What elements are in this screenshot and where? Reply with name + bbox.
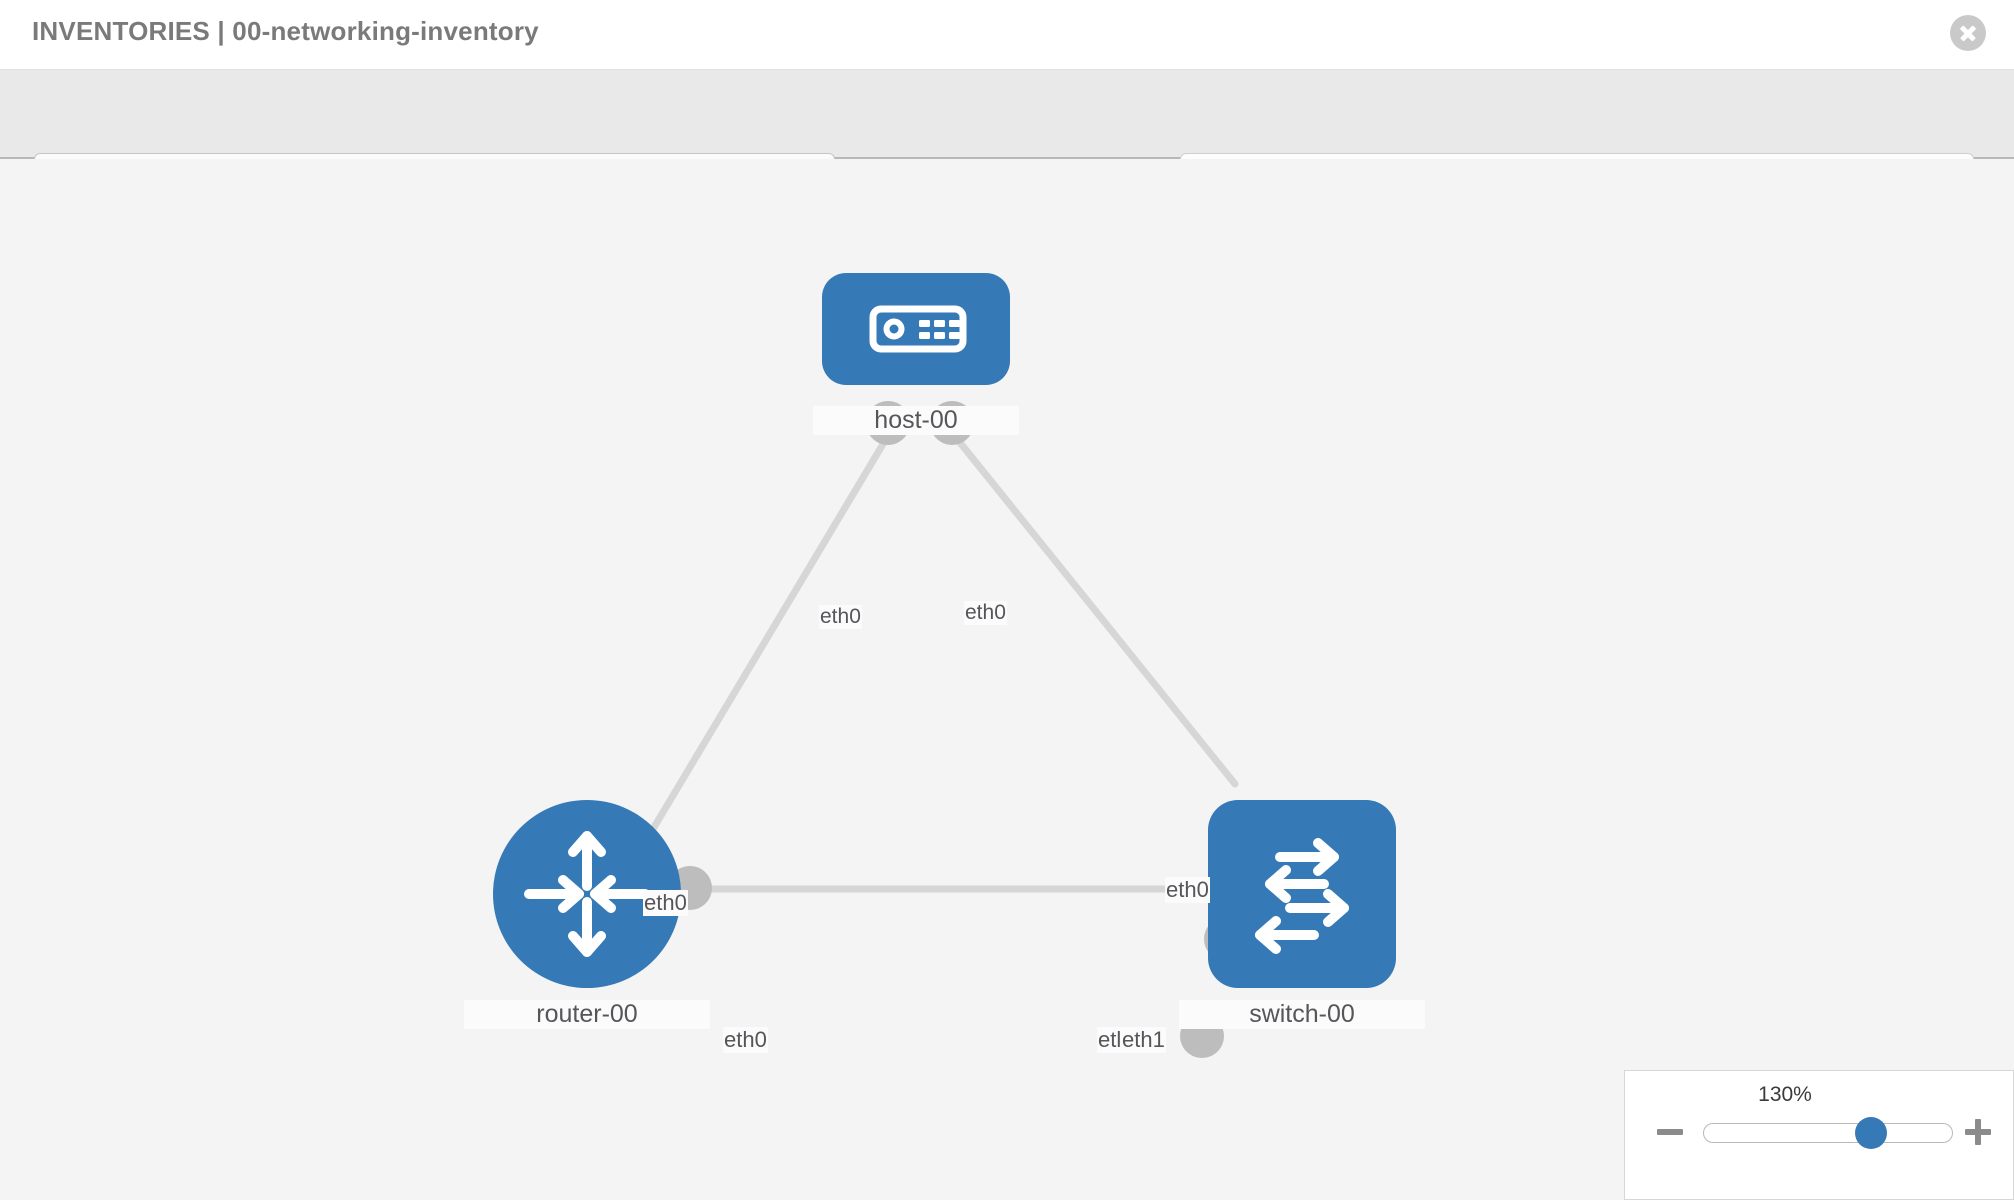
page-title: INVENTORIES | 00-networking-inventory	[32, 16, 539, 46]
toolbar: ACTIONS SEARCH	[0, 70, 2014, 211]
node-label-host-00: host-00	[813, 406, 1019, 435]
zoom-slider[interactable]	[1703, 1117, 1953, 1149]
server-icon	[869, 305, 967, 353]
router-arrows-icon	[524, 831, 650, 957]
zoom-slider-thumb[interactable]	[1855, 1117, 1888, 1149]
node-host-shape	[822, 273, 1010, 385]
node-switch-00[interactable]: switch-00	[1179, 800, 1425, 1029]
topology-links	[646, 420, 1239, 893]
zoom-control-panel: 130%	[1624, 1070, 2014, 1200]
node-label-router-00: router-00	[464, 1000, 710, 1029]
zoom-level-value: 130%	[1758, 1083, 1812, 1106]
edge-label-host-right: eth0	[964, 601, 1007, 625]
edge-label-router-right: eth0	[723, 1027, 768, 1053]
zoom-out-button[interactable]	[1655, 1117, 1685, 1147]
edge-label-switch-left-a: etl	[1097, 1027, 1123, 1053]
topology-canvas[interactable]: host-00 router-00	[0, 159, 2014, 1200]
node-label-switch-00: switch-00	[1179, 1000, 1425, 1029]
edge-label-router-top: eth0	[643, 890, 688, 916]
edge-label-switch-left-b: eth1	[1121, 1027, 1166, 1053]
zoom-in-button[interactable]	[1963, 1117, 1993, 1147]
switch-arrows-icon	[1255, 838, 1349, 954]
edge-label-switch-top: eth0	[1165, 877, 1210, 903]
node-router-00[interactable]: router-00	[464, 800, 710, 1029]
link-host-switch	[941, 420, 1239, 788]
node-switch-shape	[1208, 800, 1396, 988]
close-icon[interactable]	[1950, 15, 1986, 51]
page-header: INVENTORIES | 00-networking-inventory	[0, 0, 2014, 70]
link-host-router	[646, 420, 899, 838]
node-host-00[interactable]: host-00	[813, 273, 1019, 461]
edge-label-host-left: eth0	[819, 605, 862, 629]
